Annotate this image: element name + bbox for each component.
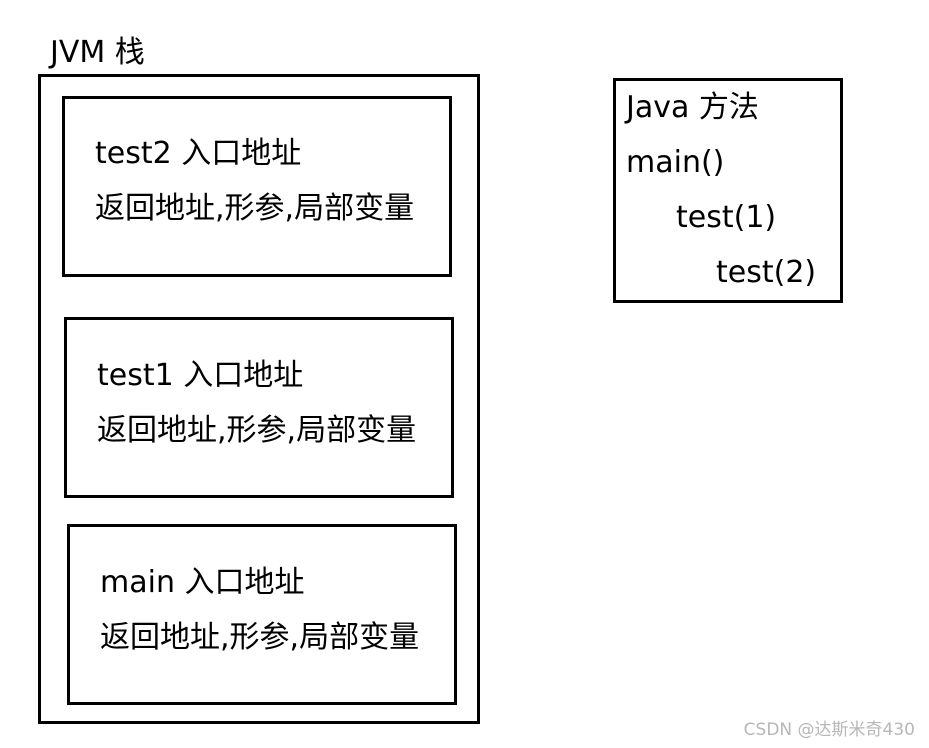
stack-frame-test2: test2 入口地址 返回地址,形参,局部变量	[62, 96, 452, 277]
jvm-stack-title: JVM 栈	[50, 35, 145, 70]
jvm-stack-box	[38, 74, 480, 724]
csdn-watermark: CSDN @达斯米奇430	[743, 720, 915, 740]
call-test-1: test(1)	[676, 200, 777, 235]
frame-contents-label: 返回地址,形参,局部变量	[97, 413, 417, 448]
call-main: main()	[626, 145, 725, 180]
frame-contents-label: 返回地址,形参,局部变量	[95, 191, 415, 226]
frame-entry-label: test1 入口地址	[97, 358, 304, 393]
frame-entry-label: test2 入口地址	[95, 136, 302, 171]
frame-contents-label: 返回地址,形参,局部变量	[100, 620, 420, 655]
stack-frame-test1: test1 入口地址 返回地址,形参,局部变量	[64, 317, 454, 498]
stack-frame-main: main 入口地址 返回地址,形参,局部变量	[67, 524, 457, 705]
java-method-box: Java 方法 main() test(1) test(2)	[613, 78, 843, 303]
call-test-2: test(2)	[716, 255, 817, 290]
java-method-title: Java 方法	[626, 90, 759, 125]
frame-entry-label: main 入口地址	[100, 565, 305, 600]
